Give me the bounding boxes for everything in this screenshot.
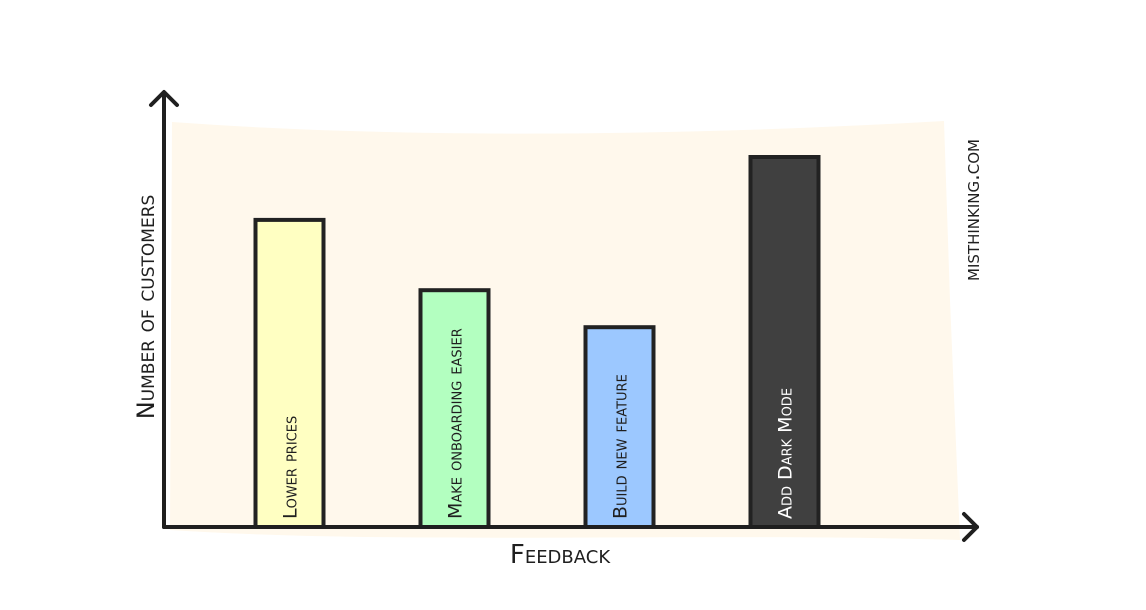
bar-build-new-feature [583, 325, 656, 530]
bar-lower-prices [253, 217, 326, 529]
y-axis-title: Number of customers [132, 195, 160, 420]
bar-label-build-new-feature: Build new feature [610, 374, 632, 519]
bar-label-add-dark-mode: Add Dark Mode [775, 388, 797, 519]
x-axis-arrow-icon [962, 512, 979, 542]
bars-group [253, 155, 821, 530]
watermark-text: misthinking.com [960, 139, 984, 281]
bar-label-lower-prices: Lower prices [280, 416, 302, 519]
bar-labels-group: Lower prices Make onboarding easier Build … [280, 328, 797, 519]
x-axis-title: Feedback [510, 540, 611, 570]
y-axis-arrow-icon [149, 90, 179, 107]
bar-label-make-onboarding-easier: Make onboarding easier [445, 328, 467, 519]
bar-add-dark-mode [748, 155, 821, 529]
